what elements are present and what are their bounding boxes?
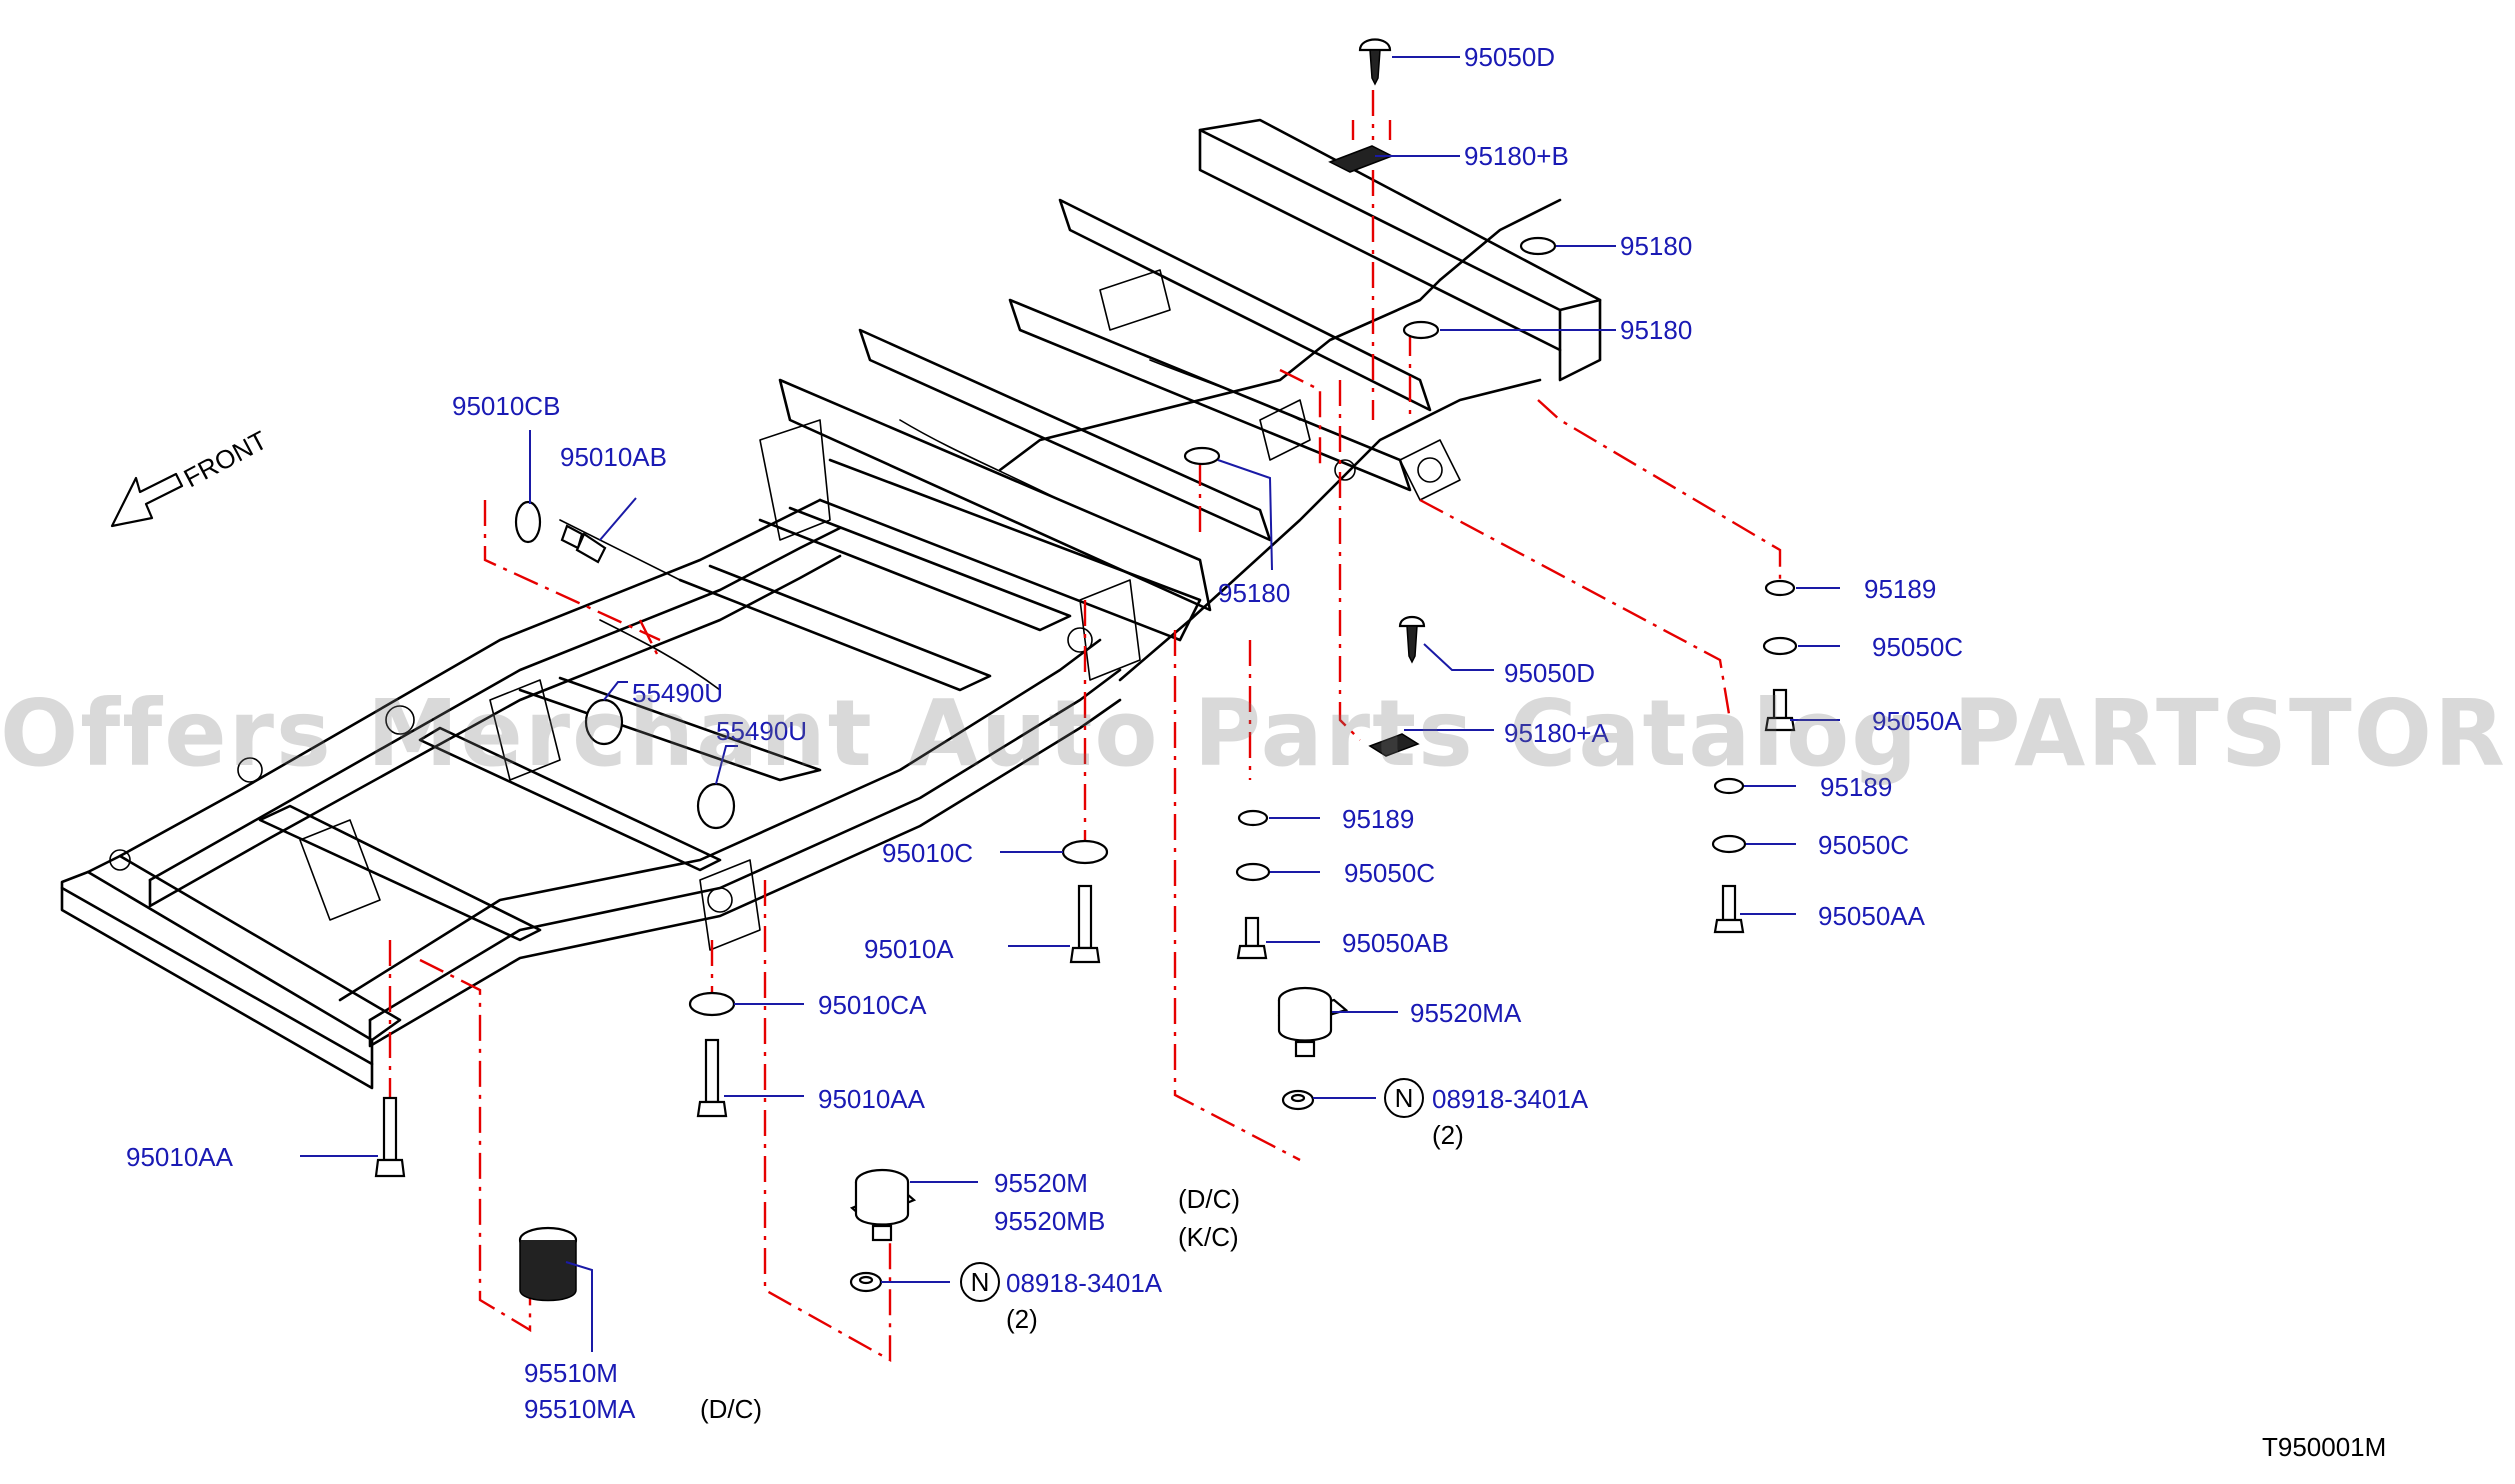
- bolt-icon: [1069, 884, 1101, 964]
- washer-icon: [1713, 777, 1745, 795]
- bolt-icon: [1236, 916, 1268, 960]
- part-label[interactable]: 95189: [1864, 574, 1936, 604]
- washer-icon: [1762, 636, 1798, 656]
- variant-note: (K/C): [1178, 1222, 1239, 1252]
- bracket-icon: [1368, 733, 1420, 757]
- nut-icon: [1281, 1089, 1315, 1111]
- part-label[interactable]: 95189: [1820, 772, 1892, 802]
- bolt-icon: [560, 524, 607, 564]
- variant-note: (D/C): [700, 1394, 762, 1424]
- new-part-marks: N N: [960, 1078, 1424, 1302]
- front-direction-label: FRONT: [179, 425, 272, 494]
- bushing-icon: [696, 782, 736, 830]
- washer-icon: [688, 991, 736, 1017]
- bolt-icon: [696, 1038, 728, 1118]
- part-label[interactable]: 95050D: [1504, 658, 1595, 688]
- quantity-note: (2): [1432, 1120, 1464, 1150]
- circled-n-letter: N: [1395, 1083, 1414, 1113]
- bolt-icon: [1764, 688, 1796, 732]
- part-label[interactable]: 95010C: [882, 838, 973, 868]
- part-label[interactable]: 95180: [1620, 315, 1692, 345]
- quantity-note: (2): [1006, 1304, 1038, 1334]
- components: [374, 38, 1798, 1302]
- part-label[interactable]: 95180+A: [1504, 718, 1609, 748]
- part-label[interactable]: 95050C: [1344, 858, 1435, 888]
- bolt-icon: [374, 1096, 406, 1178]
- part-label[interactable]: 95010AA: [126, 1142, 234, 1172]
- diagram-code: T950001M: [2262, 1432, 2386, 1462]
- part-label[interactable]: 08918-3401A: [1432, 1084, 1589, 1114]
- nut-icon: [849, 1271, 883, 1293]
- circled-n-icon: [960, 1262, 1000, 1302]
- part-label[interactable]: 95050D: [1464, 42, 1555, 72]
- washer-icon: [1235, 862, 1271, 882]
- screw-icon: [1358, 38, 1392, 86]
- part-label[interactable]: 95010CB: [452, 391, 560, 421]
- bushing-icon: [584, 698, 624, 746]
- screw-icon: [1398, 615, 1426, 664]
- washer-icon: [514, 500, 542, 544]
- part-label[interactable]: 95050A: [1872, 706, 1962, 736]
- part-label[interactable]: 95189: [1342, 804, 1414, 834]
- chassis-frame-drawing: [60, 118, 1602, 1090]
- notes: (2) (D/C) (K/C) (2) (D/C) T950001M: [700, 1120, 2386, 1462]
- leader-lines: [300, 56, 1840, 1352]
- part-label[interactable]: 55490U: [716, 716, 807, 746]
- plate-icon: [1328, 145, 1394, 173]
- front-direction-arrow: FRONT: [110, 425, 272, 528]
- part-label[interactable]: 95510M: [524, 1358, 618, 1388]
- assembly-lines: [388, 90, 1782, 1363]
- part-label[interactable]: 95010A: [864, 934, 954, 964]
- part-label[interactable]: 55490U: [632, 678, 723, 708]
- part-label[interactable]: 95050C: [1818, 830, 1909, 860]
- circled-n-icon: [1384, 1078, 1424, 1118]
- washer-icon: [1402, 320, 1440, 340]
- part-label[interactable]: 95050C: [1872, 632, 1963, 662]
- washer-icon: [1061, 839, 1109, 865]
- part-label[interactable]: 95010CA: [818, 990, 927, 1020]
- part-label[interactable]: 95180: [1620, 231, 1692, 261]
- washer-icon: [1237, 809, 1269, 827]
- part-label[interactable]: 95510MA: [524, 1394, 636, 1424]
- part-label[interactable]: 95050AB: [1342, 928, 1449, 958]
- variant-note: (D/C): [1178, 1184, 1240, 1214]
- part-label[interactable]: 08918-3401A: [1006, 1268, 1163, 1298]
- circled-n-letter: N: [971, 1267, 990, 1297]
- part-label[interactable]: 95050AA: [1818, 901, 1926, 931]
- cab-mount-bumper-icon: [518, 1226, 578, 1302]
- bolt-icon: [1713, 884, 1745, 934]
- front-arrow-icon: [110, 472, 184, 528]
- part-label[interactable]: 95520MA: [1410, 998, 1522, 1028]
- washer-icon: [1183, 446, 1221, 466]
- part-label[interactable]: 95010AB: [560, 442, 667, 472]
- body-mount-icon: [1277, 986, 1349, 1058]
- part-label[interactable]: 95180: [1218, 578, 1290, 608]
- body-mount-icon: [849, 1168, 917, 1242]
- part-label[interactable]: 95520M: [994, 1168, 1088, 1198]
- part-labels: 95050D 95180+B 95180 95180 95010CB 95010…: [126, 42, 1963, 1424]
- washer-icon: [1764, 579, 1796, 597]
- washer-icon: [1519, 236, 1557, 256]
- washer-icon: [1711, 834, 1747, 854]
- part-label[interactable]: 95180+B: [1464, 141, 1569, 171]
- part-label[interactable]: 95520MB: [994, 1206, 1105, 1236]
- part-label[interactable]: 95010AA: [818, 1084, 926, 1114]
